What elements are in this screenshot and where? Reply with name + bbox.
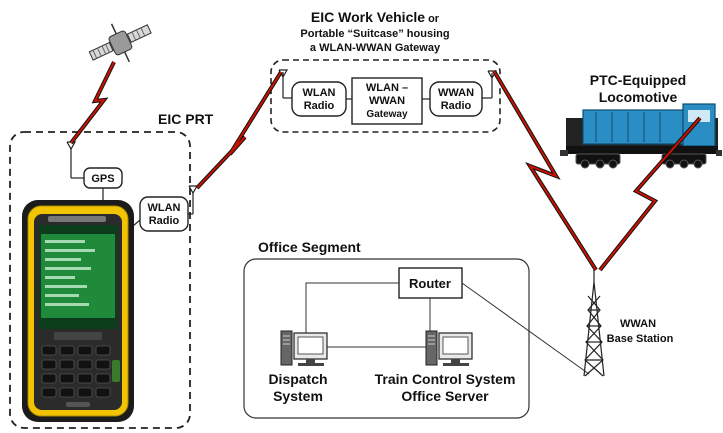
prt-boundary xyxy=(9,131,191,429)
vehicle-wwan-radio-box xyxy=(429,81,483,117)
vehicle-subtitle-line3: a WLAN-WWAN Gateway xyxy=(310,42,441,54)
gps-antenna-icon xyxy=(66,141,84,179)
desktop-computer-icon xyxy=(280,330,328,366)
server-label-2: Office Server xyxy=(401,388,489,404)
server-label-1: Train Control System xyxy=(375,371,516,387)
vehicle-title-rest: or xyxy=(425,13,440,25)
base-station-label-1: WWAN xyxy=(620,318,656,330)
gateway-box xyxy=(351,77,423,125)
dispatch-label-1: Dispatch xyxy=(268,371,327,387)
office-segment-boundary xyxy=(243,258,530,419)
prt-wlan-antenna-icon xyxy=(188,185,199,215)
satellite-icon xyxy=(88,23,152,63)
vehicle-title-bold: EIC Work Vehicle xyxy=(311,9,425,25)
prt-wlan-label: WLAN xyxy=(148,202,181,214)
vehicle-title: EIC Work Vehicle or Portable “Suitcase” … xyxy=(300,9,449,54)
gateway-label-3: Gateway xyxy=(366,109,408,120)
locomotive-tower-link xyxy=(599,117,701,271)
prt-vehicle-link xyxy=(196,71,282,189)
vehicle-wwan-antenna-icon xyxy=(482,70,498,99)
router-label: Router xyxy=(409,276,451,291)
satellite-gps-link xyxy=(70,61,115,144)
radio-links xyxy=(69,61,702,272)
radio-tower-icon xyxy=(583,270,605,377)
svg-text:EIC Work Vehicle or: EIC Work Vehicle or xyxy=(311,9,440,25)
vehicle-tower-link-shadow xyxy=(492,69,598,272)
vehicle-subtitle-line2: Portable “Suitcase” housing xyxy=(300,28,449,40)
prt-label: EIC PRT xyxy=(158,111,214,127)
vehicle-wlan-radio-label2: Radio xyxy=(304,100,335,112)
vehicle-boundary xyxy=(270,59,501,133)
dispatch-label-2: System xyxy=(273,388,323,404)
vehicle-wwan-radio-label: WWAN xyxy=(438,87,474,99)
base-station-label-2: Base Station xyxy=(607,333,674,345)
vehicle-tower-link xyxy=(493,70,597,271)
prt-wlan-label2: Radio xyxy=(149,215,180,227)
gps-label: GPS xyxy=(91,173,114,185)
handheld-device-icon xyxy=(22,200,134,422)
vehicle-wlan-radio-label: WLAN xyxy=(303,87,336,99)
locomotive-label-1: PTC-Equipped xyxy=(590,72,686,88)
prt-vehicle-link-shadow xyxy=(195,70,283,190)
office-network-lines xyxy=(300,282,590,375)
gateway-label-1: WLAN – xyxy=(366,82,408,94)
vehicle-wwan-radio-label2: Radio xyxy=(441,100,472,112)
office-segment-label: Office Segment xyxy=(258,239,361,255)
gateway-label-2: WWAN xyxy=(369,95,405,107)
desktop-computer-icon xyxy=(425,330,473,366)
locomotive-label-2: Locomotive xyxy=(599,89,678,105)
locomotive-icon xyxy=(560,103,722,169)
